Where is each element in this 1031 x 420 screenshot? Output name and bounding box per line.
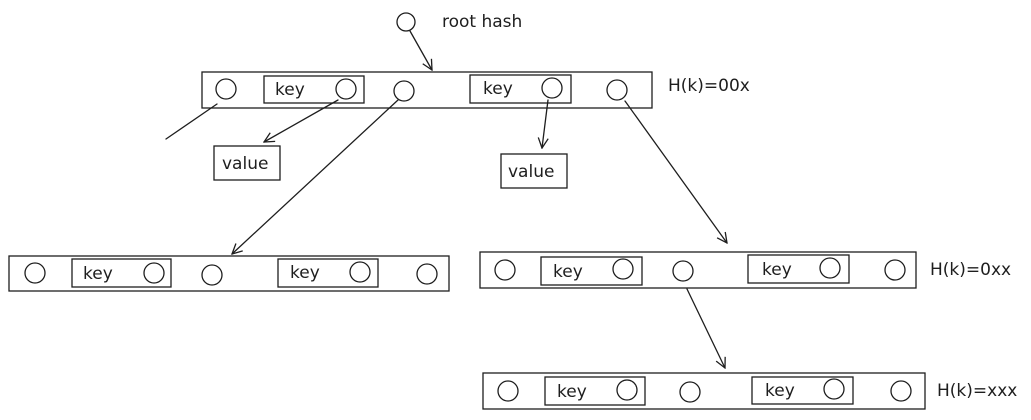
value-arrow-1 <box>264 99 339 142</box>
value-label-1: value <box>222 154 268 174</box>
bottom-node-key-label-2: key <box>765 381 795 401</box>
top-node-key-box-2 <box>469 74 572 104</box>
root-hash-circle <box>396 12 416 32</box>
bottom-node-key-box-1 <box>544 376 646 406</box>
top-node-key-circle-2 <box>541 77 563 99</box>
right-node-pointer-1 <box>494 259 516 281</box>
edge-top-to-right <box>624 100 727 243</box>
left-node-pointer-2 <box>201 264 223 286</box>
top-node: key key <box>201 71 653 109</box>
bottom-node-pointer-1 <box>497 380 519 402</box>
root-arrow <box>409 30 432 70</box>
bottom-node-key-circle-1 <box>616 379 638 401</box>
bottom-node-pointer-3 <box>890 380 912 402</box>
right-node-key-label-2: key <box>762 260 792 280</box>
left-node-key-label-2: key <box>290 263 320 283</box>
value-box-1 <box>213 145 281 181</box>
dangling-edge <box>165 103 218 140</box>
value-label-2: value <box>508 162 554 182</box>
top-node-pointer-1 <box>215 78 237 100</box>
right-node-key-circle-2 <box>819 257 841 279</box>
edge-top-to-left <box>232 99 399 254</box>
left-node-key-circle-2 <box>349 261 371 283</box>
left-node-key-box-2 <box>277 258 379 288</box>
right-node-key-circle-1 <box>612 258 634 280</box>
left-node-key-box-1 <box>71 258 172 288</box>
bottom-node-pointer-2 <box>679 381 701 403</box>
value-arrow-2 <box>542 99 548 148</box>
right-node-key-box-1 <box>540 256 643 286</box>
bottom-node-hash-label: H(k)=xxx <box>937 381 1017 401</box>
bottom-node-key-box-2 <box>751 376 854 405</box>
bottom-node-key-label-1: key <box>557 382 587 402</box>
value-box-2 <box>500 153 568 189</box>
top-node-hash-label: H(k)=00x <box>668 76 750 96</box>
top-node-box <box>201 71 653 109</box>
left-node-pointer-3 <box>416 263 438 285</box>
top-node-key-label-2: key <box>483 79 513 99</box>
left-node-key-label-1: key <box>83 264 113 284</box>
left-node-pointer-1 <box>24 262 46 284</box>
top-node-pointer-3 <box>606 79 628 101</box>
right-node-hash-label: H(k)=0xx <box>930 260 1011 280</box>
right-node-pointer-3 <box>884 259 906 281</box>
bottom-node-box <box>482 372 926 410</box>
top-node-pointer-2 <box>393 80 415 102</box>
left-node-key-circle-1 <box>143 262 165 284</box>
bottom-node: key key <box>482 372 926 410</box>
root-hash-label: root hash <box>442 12 522 32</box>
top-node-key-label-1: key <box>275 80 305 100</box>
top-node-key-circle-1 <box>335 78 357 100</box>
bottom-node-key-circle-2 <box>823 378 845 400</box>
left-node-box <box>8 255 450 292</box>
left-node: key key <box>8 255 450 292</box>
right-node: key key <box>479 251 917 289</box>
right-node-key-label-1: key <box>553 262 583 282</box>
edge-right-to-bottom <box>686 288 725 368</box>
top-node-key-box-1 <box>263 75 365 104</box>
right-node-box <box>479 251 917 289</box>
right-node-pointer-2 <box>672 260 694 282</box>
right-node-key-box-2 <box>747 254 850 284</box>
